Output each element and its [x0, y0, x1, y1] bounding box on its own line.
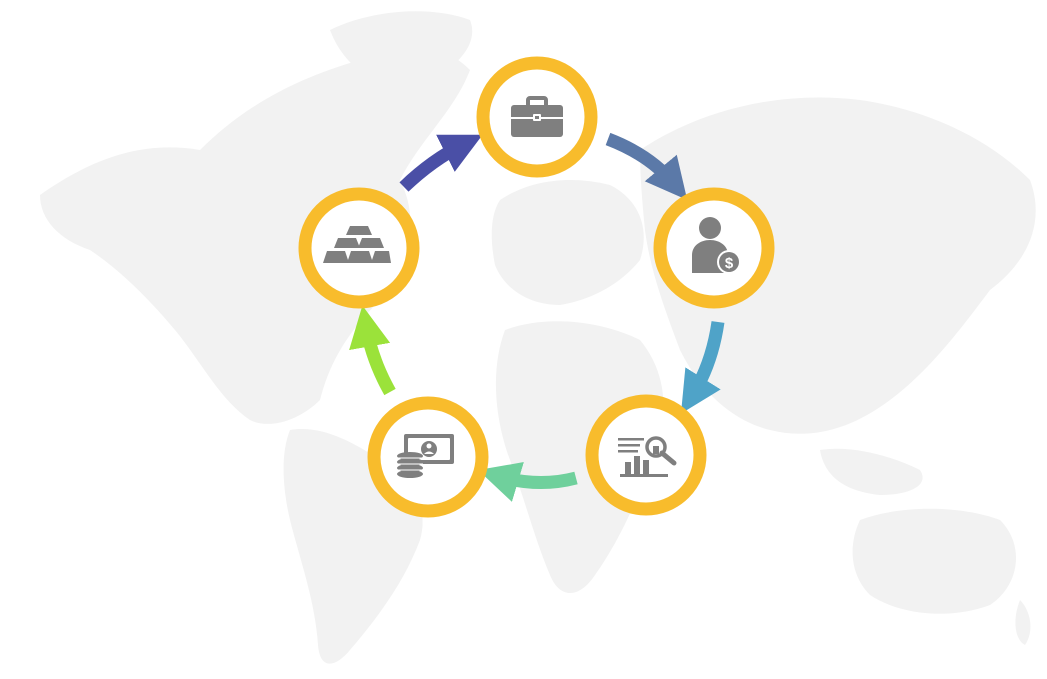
- world-map-background: [40, 11, 1036, 664]
- arrow-investor-to-analysis: [680, 321, 725, 414]
- map-asia: [640, 97, 1036, 434]
- map-australia: [852, 508, 1017, 614]
- arrow-briefcase-to-investor: [605, 132, 688, 201]
- map-europe: [491, 180, 644, 305]
- arrow-gold-to-briefcase: [399, 134, 483, 192]
- node-gold: [298, 187, 420, 309]
- map-greenland: [330, 11, 473, 86]
- investor-dollar-icon: $: [692, 217, 741, 274]
- chart-analysis-icon: [618, 436, 677, 477]
- arrow-cash-to-gold: [349, 305, 396, 396]
- cycle-arrows: [349, 132, 725, 502]
- node-cash: [367, 396, 489, 518]
- node-analysis: [585, 394, 707, 516]
- map-new-zealand: [1015, 600, 1031, 645]
- node-investor: $: [653, 187, 775, 309]
- svg-text:$: $: [725, 255, 734, 272]
- arrow-analysis-to-cash: [478, 462, 578, 502]
- briefcase-icon: [511, 96, 563, 137]
- map-africa: [495, 321, 664, 594]
- map-north-america: [40, 46, 470, 424]
- node-ring: [585, 394, 707, 516]
- cash-coins-icon: [397, 434, 454, 478]
- map-se-asia: [820, 448, 923, 495]
- gold-bars-icon: [323, 226, 391, 263]
- node-briefcase: [476, 56, 598, 178]
